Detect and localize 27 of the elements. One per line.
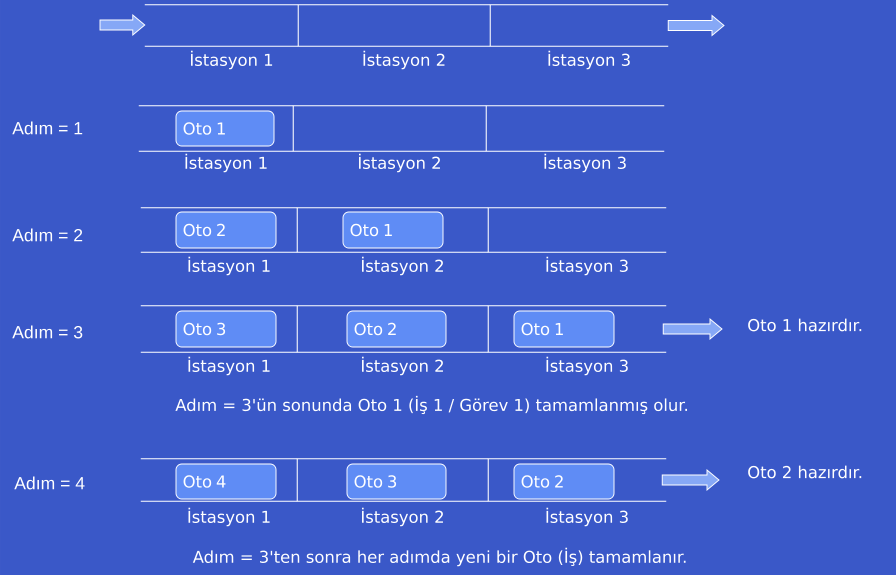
- car-box: Oto 1: [342, 212, 444, 248]
- car-box: Oto 3: [176, 310, 276, 348]
- station-cell: İstasyon 2: [298, 4, 491, 70]
- status-text: Oto 2 hazırdır.: [748, 466, 862, 478]
- block-arrow: [662, 318, 723, 340]
- station-cell: İstasyon 3: [488, 207, 666, 276]
- car-box: Oto 4: [176, 464, 276, 500]
- note-text: Adım = 3'ün sonunda Oto 1 (İş 1 / Görev 1) tamamlanmış olur.: [175, 396, 687, 414]
- step-label: Adım = 4: [14, 476, 85, 490]
- car-box: Oto 1: [176, 110, 274, 146]
- step-label: Adım = 2: [12, 228, 82, 242]
- station-cell: İstasyon 2: [292, 105, 487, 172]
- station-cell: İstasyon 3: [486, 105, 664, 172]
- station-cell: İstasyon 1: [144, 4, 299, 70]
- car-box: Oto 2: [176, 212, 276, 248]
- note-text: Adım = 3'ten sonra her adımda yeni bir Oto (İş) tamamlanır.: [192, 548, 686, 566]
- station-cell: İstasyon 3: [490, 4, 668, 70]
- car-box: Oto 2: [346, 310, 446, 348]
- block-arrow: [100, 14, 146, 36]
- car-box: Oto 3: [346, 464, 446, 500]
- step-label: Adım = 3: [12, 326, 82, 338]
- car-box: Oto 1: [514, 310, 614, 348]
- car-box: Oto 2: [514, 464, 614, 500]
- block-arrow: [662, 469, 720, 491]
- step-label: Adım = 1: [12, 122, 82, 134]
- block-arrow: [668, 14, 725, 36]
- status-text: Oto 1 hazırdır.: [748, 318, 862, 332]
